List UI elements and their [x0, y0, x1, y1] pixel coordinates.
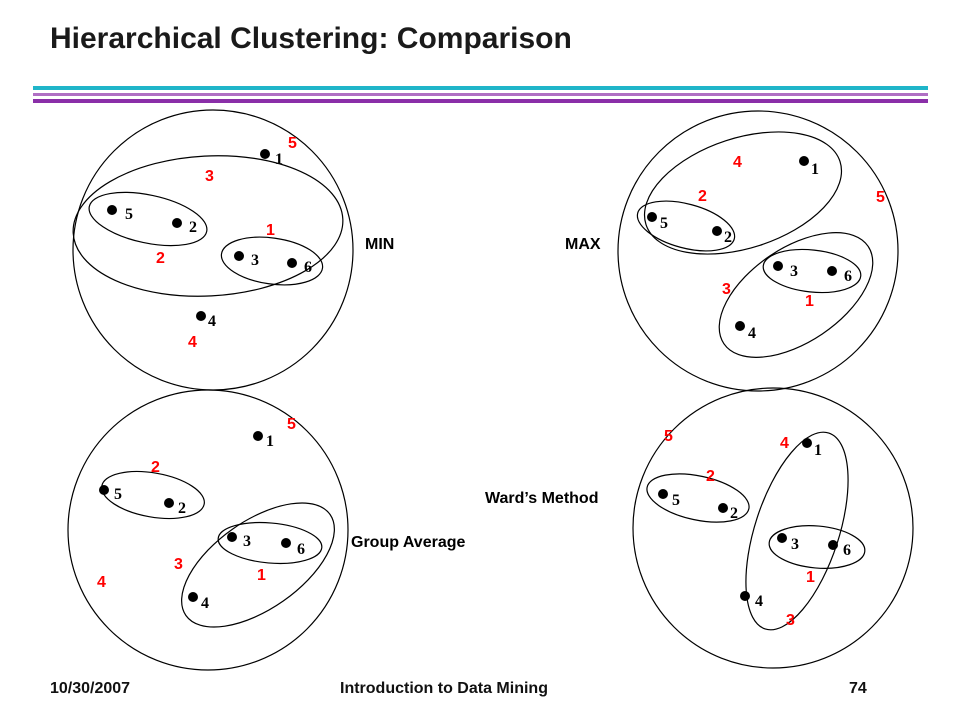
data-point [718, 503, 728, 513]
point-label: 1 [275, 151, 283, 168]
data-point [712, 226, 722, 236]
data-point [196, 311, 206, 321]
page-number: 74 [849, 680, 867, 697]
cluster-outline [632, 387, 914, 669]
point-label: 2 [730, 505, 738, 522]
merge-step-label: 1 [806, 569, 815, 586]
point-label: 1 [266, 433, 274, 450]
point-label: 3 [791, 536, 799, 553]
data-point [188, 592, 198, 602]
data-point [740, 591, 750, 601]
point-label: 4 [748, 325, 756, 342]
cluster-outline [636, 200, 736, 252]
point-label: 5 [660, 215, 668, 232]
title-rule-middle [33, 93, 928, 96]
method-label: Group Average [351, 534, 466, 551]
merge-step-label: 2 [156, 250, 165, 267]
panel-min: 1 5 2 3 6 4 5 3 1 2 4 MIN [72, 109, 394, 391]
point-label: 2 [189, 219, 197, 236]
merge-step-label: 1 [266, 222, 275, 239]
merge-step-label: 5 [664, 428, 673, 445]
title-rule-top [33, 86, 928, 90]
point-label: 6 [843, 542, 851, 559]
method-label: MIN [365, 236, 394, 253]
cluster-outline [181, 502, 335, 628]
merge-step-label: 4 [733, 154, 742, 171]
point-label: 4 [201, 595, 209, 612]
merge-step-label: 3 [722, 281, 731, 298]
merge-step-label: 1 [257, 567, 266, 584]
footer-date: 10/30/2007 [50, 680, 131, 697]
title-rule-bottom [33, 99, 928, 103]
data-point [828, 540, 838, 550]
point-label: 1 [814, 442, 822, 459]
data-point [777, 533, 787, 543]
data-point [234, 251, 244, 261]
data-point [802, 438, 812, 448]
point-label: 3 [251, 252, 259, 269]
cluster-outline [217, 521, 323, 565]
cluster-outline [643, 131, 843, 255]
point-label: 2 [724, 229, 732, 246]
merge-step-label: 3 [174, 556, 183, 573]
data-point [253, 431, 263, 441]
merge-step-label: 5 [287, 416, 296, 433]
cluster-outline [617, 110, 899, 392]
cluster-outline [762, 248, 862, 294]
panel-wards: 1 5 2 3 6 4 5 4 2 1 3 Ward’s Method [485, 387, 914, 669]
point-label: 5 [114, 486, 122, 503]
merge-step-label: 4 [97, 574, 106, 591]
cluster-outline [72, 155, 344, 297]
data-point [260, 149, 270, 159]
cluster-outline [745, 431, 849, 631]
point-label: 5 [672, 492, 680, 509]
point-label: 6 [304, 259, 312, 276]
data-point [227, 532, 237, 542]
data-point [172, 218, 182, 228]
data-point [107, 205, 117, 215]
merge-step-label: 5 [876, 189, 885, 206]
footer-course: Introduction to Data Mining [340, 680, 548, 697]
cluster-outline [768, 525, 866, 569]
data-point [827, 266, 837, 276]
cluster-outline [646, 473, 750, 523]
data-point [164, 498, 174, 508]
slide-title: Hierarchical Clustering: Comparison [50, 22, 572, 55]
method-label: Ward’s Method [485, 490, 598, 507]
data-point [773, 261, 783, 271]
point-label: 6 [297, 541, 305, 558]
data-point [99, 485, 109, 495]
point-label: 5 [125, 206, 133, 223]
point-label: 2 [178, 500, 186, 517]
point-label: 3 [790, 263, 798, 280]
merge-step-label: 2 [698, 188, 707, 205]
method-label: MAX [565, 236, 601, 253]
point-label: 6 [844, 268, 852, 285]
cluster-outline [88, 191, 208, 247]
panel-max: 1 5 2 3 6 4 4 5 2 3 1 MAX [565, 110, 899, 392]
merge-step-label: 2 [151, 459, 160, 476]
data-point [647, 212, 657, 222]
data-point [658, 489, 668, 499]
merge-step-label: 3 [786, 612, 795, 629]
point-label: 1 [811, 161, 819, 178]
data-point [735, 321, 745, 331]
merge-step-label: 4 [780, 435, 789, 452]
data-point [287, 258, 297, 268]
merge-step-label: 3 [205, 168, 214, 185]
panel-group-average: 1 5 2 3 6 4 5 2 3 1 4 Group Average [67, 389, 466, 671]
cluster-outline [220, 236, 324, 286]
merge-step-label: 4 [188, 334, 197, 351]
cluster-outline [67, 389, 349, 671]
point-label: 4 [755, 593, 763, 610]
merge-step-label: 2 [706, 468, 715, 485]
data-point [799, 156, 809, 166]
point-label: 3 [243, 533, 251, 550]
merge-step-label: 5 [288, 135, 297, 152]
merge-step-label: 1 [805, 293, 814, 310]
data-point [281, 538, 291, 548]
point-label: 4 [208, 313, 216, 330]
